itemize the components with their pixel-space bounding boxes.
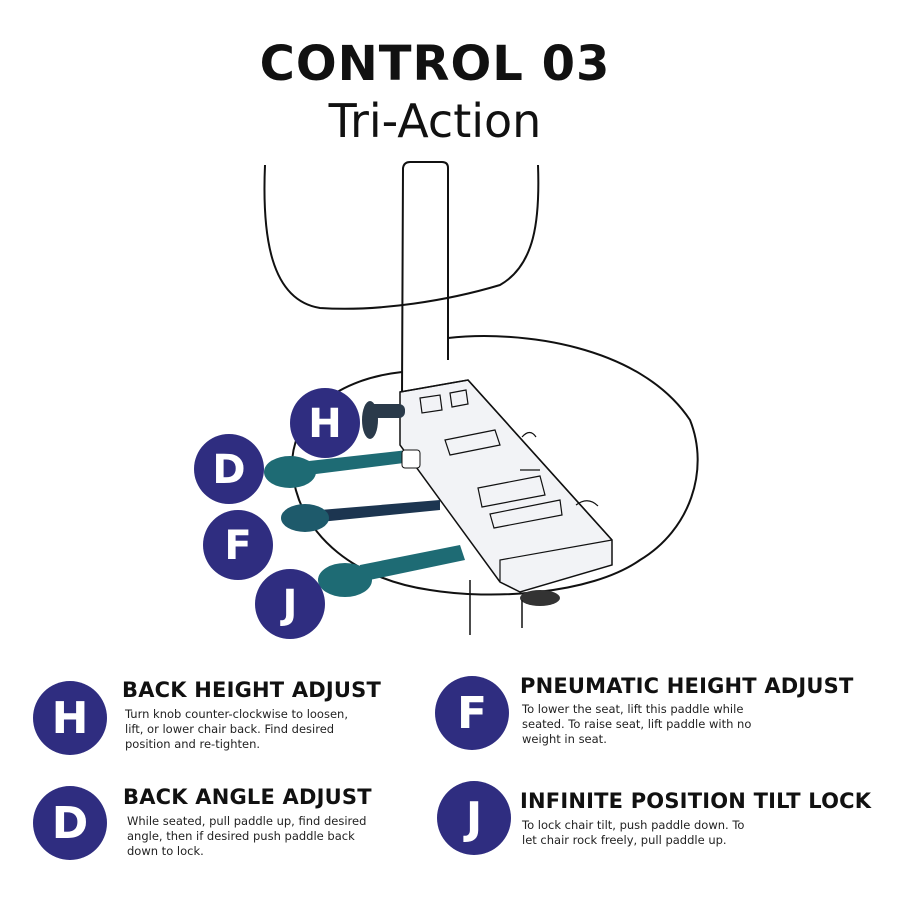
diagram-badge-h: H [290,388,360,458]
legend-badge-j: J [437,781,511,855]
back-angle-paddle [264,449,421,488]
chair-control-diagram: H D F J [194,161,699,639]
svg-text:F: F [224,523,251,569]
legend-desc-h: Turn knob counter-clockwise to loosen, l… [125,707,348,751]
svg-text:H: H [308,401,341,447]
legend-desc-j: To lock chair tilt, push paddle down. To… [522,818,745,847]
diagram-badge-j: J [255,569,325,639]
legend-badge-h: H [33,681,107,755]
legend-badge-d: D [33,786,107,860]
legend-desc-d: While seated, pull paddle up, find desir… [127,814,367,858]
legend-heading-j: INFINITE POSITION TILT LOCK [520,789,872,813]
tilt-lock-paddle [318,545,465,597]
page-subtitle: Tri-Action [328,94,542,148]
legend-heading-d: BACK ANGLE ADJUST [123,785,372,809]
svg-text:D: D [212,447,245,493]
svg-text:J: J [280,582,298,628]
diagram-badge-d: D [194,434,264,504]
legend-heading-f: PNEUMATIC HEIGHT ADJUST [520,674,854,698]
pneumatic-height-paddle [281,500,440,532]
legend-heading-h: BACK HEIGHT ADJUST [122,678,382,702]
chair-back-outline [263,164,540,310]
page-title: CONTROL 03 [259,36,611,92]
back-upright-post [401,161,449,396]
diagram-badge-f: F [203,510,273,580]
legend-badge-f: F [435,676,509,750]
legend-desc-f: To lower the seat, lift this paddle whil… [522,702,752,746]
mechanism-body [399,379,613,606]
back-height-knob [362,401,405,439]
